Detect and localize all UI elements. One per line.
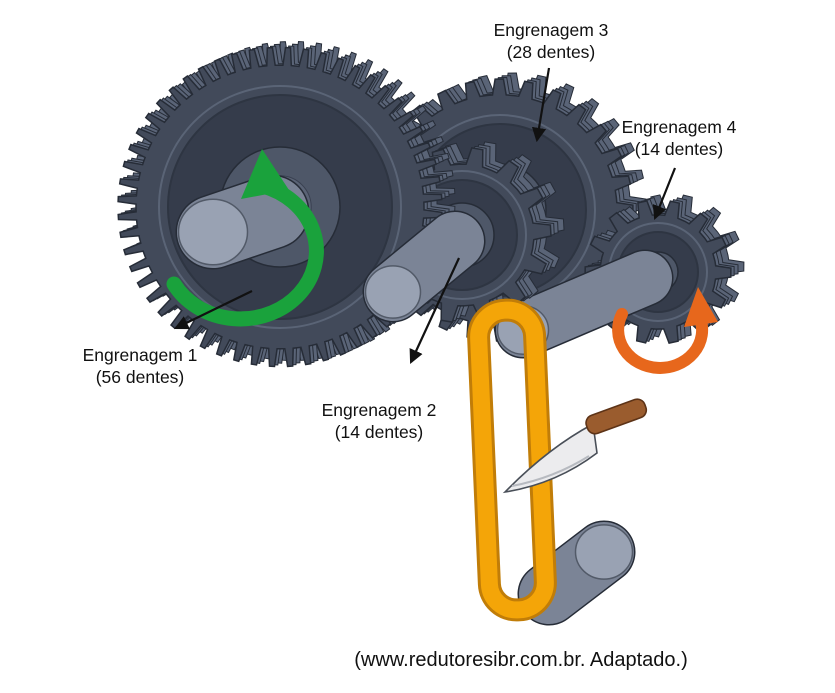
knife [502, 398, 648, 494]
callout-arrow-gear2 [409, 257, 460, 364]
gear-2-shaft [362, 210, 486, 323]
source-credit: (www.redutoresibr.com.br. Adaptado.) [354, 649, 688, 671]
input-rotation-arrowhead [241, 149, 289, 199]
knife-edge-highlight [511, 455, 590, 487]
output-rotation-arrow [612, 287, 718, 374]
label-gear2-name: Engrenagem 2 [322, 400, 437, 420]
input-rotation-arrow [166, 149, 324, 327]
input-rotation-arc [166, 178, 324, 327]
label-gear1-teeth: (56 dentes) [96, 367, 185, 387]
output-rotation-arrowhead [684, 287, 718, 327]
callout-arrows [174, 67, 677, 364]
label-gear2-teeth: (14 dentes) [335, 422, 424, 442]
callout-arrow-gear1 [174, 290, 253, 330]
output-rotation-arc [612, 308, 709, 374]
label-gear1-name: Engrenagem 1 [83, 345, 198, 365]
gear-1-shaft [175, 174, 310, 270]
knife-blade [502, 422, 598, 494]
callout-arrow-gear3 [531, 67, 551, 143]
label-gear3-name: Engrenagem 3 [494, 20, 609, 40]
callout-arrow-gear4 [652, 167, 677, 220]
knife-handle [585, 398, 648, 435]
labels: Engrenagem 3 (28 dentes) Engrenagem 4 (1… [83, 20, 737, 442]
label-gear4-name: Engrenagem 4 [622, 117, 737, 137]
label-gear4-teeth: (14 dentes) [635, 139, 724, 159]
label-gear3-teeth: (28 dentes) [507, 42, 596, 62]
belt-roller-bottom [517, 520, 636, 626]
